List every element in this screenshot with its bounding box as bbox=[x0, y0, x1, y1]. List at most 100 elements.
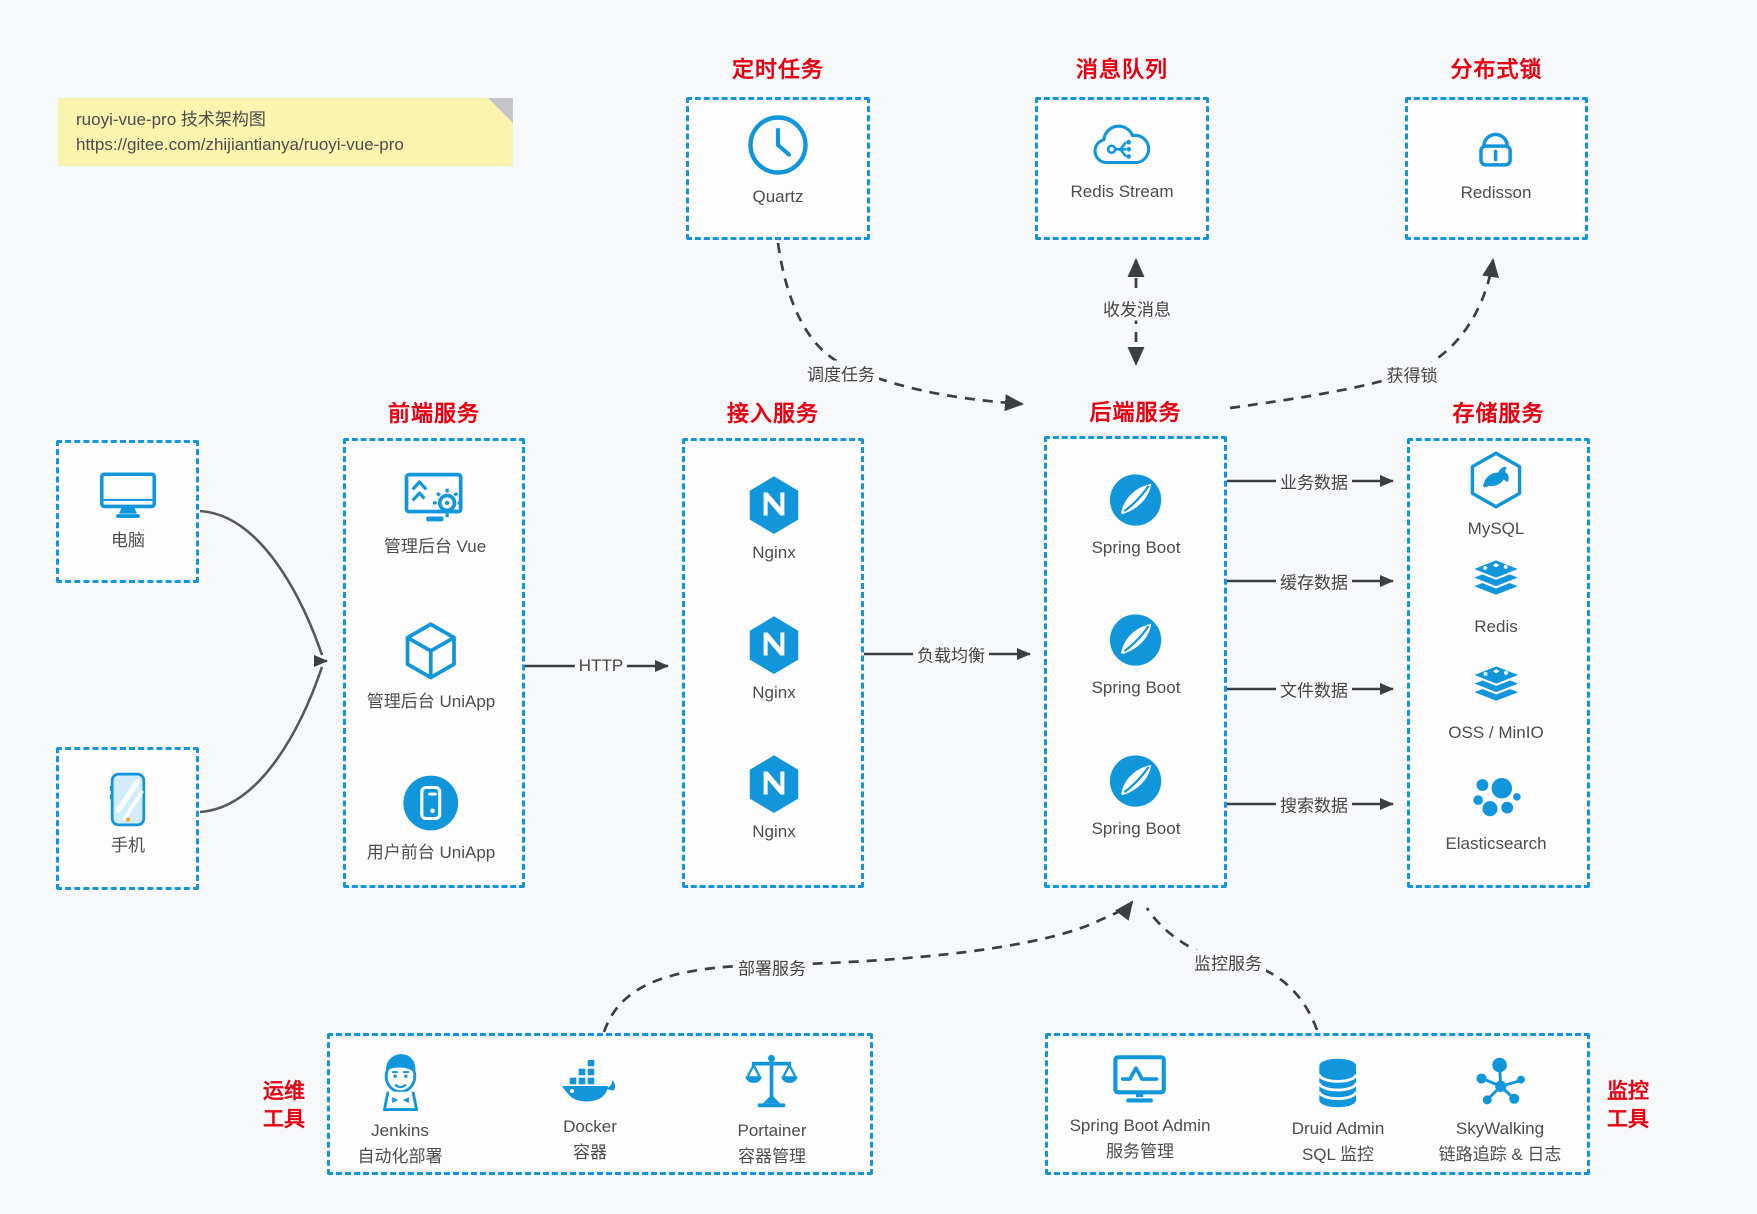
ops-title: 运维 工具 bbox=[263, 1080, 305, 1131]
sba-icon bbox=[1113, 1055, 1167, 1103]
node-label: Nginx bbox=[752, 822, 796, 841]
cloud-stream-icon bbox=[1094, 124, 1151, 165]
mq-box bbox=[1035, 97, 1209, 240]
node-label: Spring Boot bbox=[1091, 678, 1181, 697]
node-computer: 电脑 bbox=[97, 467, 159, 551]
docker-icon bbox=[562, 1060, 616, 1102]
node-label: Spring Boot bbox=[1091, 819, 1181, 838]
arrow-phone-frontend bbox=[199, 666, 324, 814]
label-messages: 收发消息 bbox=[1099, 295, 1175, 321]
node-label: 手机 bbox=[111, 836, 145, 855]
node-label: Spring Boot Admin bbox=[1069, 1116, 1211, 1135]
label-cache-data: 缓存数据 bbox=[1276, 568, 1352, 594]
node-label: 电脑 bbox=[111, 531, 145, 550]
node-label: 管理后台 Vue bbox=[383, 537, 487, 556]
nginx-icon bbox=[749, 476, 799, 534]
backend-title: 后端服务 bbox=[1089, 400, 1182, 425]
node-spring-3: Spring Boot bbox=[1091, 752, 1181, 839]
scheduler-box bbox=[686, 97, 870, 240]
node-sublabel: 容器管理 bbox=[737, 1147, 806, 1166]
node-quartz: Quartz bbox=[745, 112, 811, 207]
node-user-uniapp: 用户前台 UniApp bbox=[367, 772, 495, 863]
mobile-icon bbox=[109, 772, 146, 827]
elasticsearch-icon bbox=[1470, 775, 1523, 819]
uniapp-cube-icon bbox=[405, 622, 457, 680]
node-jenkins: Jenkins 自动化部署 bbox=[358, 1050, 443, 1168]
node-admin-uniapp: 管理后台 UniApp bbox=[367, 621, 495, 712]
lock-title: 分布式锁 bbox=[1450, 57, 1543, 82]
node-label: Jenkins bbox=[371, 1121, 429, 1140]
label-http: HTTP bbox=[574, 656, 628, 676]
node-label: Redis Stream bbox=[1070, 182, 1174, 201]
node-label: 管理后台 UniApp bbox=[366, 692, 496, 711]
spring-icon bbox=[1110, 755, 1162, 807]
lock-box bbox=[1405, 97, 1588, 240]
mq-title: 消息队列 bbox=[1075, 57, 1168, 82]
node-sublabel: SQL 监控 bbox=[1301, 1145, 1375, 1164]
oss-icon bbox=[1468, 664, 1524, 704]
node-mysql: MySQL bbox=[1467, 450, 1525, 539]
jenkins-icon bbox=[382, 1054, 418, 1112]
label-acquire-lock: 获得锁 bbox=[1382, 361, 1442, 387]
arrow-acquire-lock bbox=[1229, 258, 1500, 410]
spring-icon bbox=[1110, 614, 1162, 666]
node-redis-stream: Redis Stream bbox=[1070, 119, 1174, 202]
label-deploy: 部署服务 bbox=[734, 954, 810, 980]
spring-icon bbox=[1110, 474, 1162, 526]
nginx-icon bbox=[749, 755, 799, 813]
node-sublabel: 链路追踪 & 日志 bbox=[1438, 1145, 1562, 1164]
note-url: https://gitee.com/zhijiantianya/ruoyi-vu… bbox=[76, 135, 404, 154]
nginx-icon bbox=[749, 616, 799, 674]
gateway-title: 接入服务 bbox=[726, 401, 819, 426]
node-spring-boot-admin: Spring Boot Admin 服务管理 bbox=[1069, 1051, 1211, 1163]
node-redis: Redis bbox=[1468, 558, 1524, 637]
label-monitor: 监控服务 bbox=[1190, 949, 1266, 975]
node-spring-2: Spring Boot bbox=[1091, 611, 1181, 698]
sticky-note: ruoyi-vue-pro 技术架构图 https://gitee.com/zh… bbox=[58, 98, 513, 166]
skywalking-icon bbox=[1476, 1057, 1526, 1105]
node-admin-vue: 管理后台 Vue bbox=[384, 468, 486, 557]
label-load-balance: 负载均衡 bbox=[913, 641, 989, 667]
node-label: MySQL bbox=[1467, 519, 1525, 538]
node-label: Druid Admin bbox=[1291, 1119, 1385, 1138]
label-search-data: 搜索数据 bbox=[1276, 791, 1352, 817]
node-spring-1: Spring Boot bbox=[1092, 471, 1180, 558]
redis-icon bbox=[1468, 558, 1524, 598]
storage-title: 存储服务 bbox=[1452, 401, 1545, 426]
node-label: Redisson bbox=[1460, 183, 1532, 202]
node-portainer: Portainer 容器管理 bbox=[737, 1052, 807, 1168]
druid-icon bbox=[1318, 1058, 1358, 1108]
node-phone: 手机 bbox=[109, 772, 147, 856]
node-label: Quartz bbox=[752, 187, 804, 206]
node-label: 用户前台 UniApp bbox=[366, 843, 496, 862]
node-oss-minio: OSS / MinIO bbox=[1448, 664, 1544, 743]
storage-box bbox=[1407, 438, 1590, 888]
label-schedule: 调度任务 bbox=[803, 360, 879, 386]
scheduler-title: 定时任务 bbox=[731, 57, 824, 82]
ops-box bbox=[327, 1033, 873, 1175]
label-file-data: 文件数据 bbox=[1276, 676, 1352, 702]
node-sublabel: 自动化部署 bbox=[357, 1147, 443, 1166]
node-nginx-3: Nginx bbox=[746, 753, 802, 842]
lock-icon bbox=[1479, 132, 1513, 167]
user-app-icon bbox=[403, 775, 459, 831]
mysql-icon bbox=[1470, 451, 1522, 509]
node-nginx-2: Nginx bbox=[746, 614, 802, 703]
portainer-icon bbox=[746, 1054, 798, 1108]
frontend-title: 前端服务 bbox=[387, 401, 480, 426]
node-label: Docker bbox=[563, 1117, 617, 1136]
node-label: OSS / MinIO bbox=[1448, 723, 1544, 742]
node-sublabel: 容器 bbox=[573, 1143, 607, 1162]
node-label: Portainer bbox=[737, 1121, 807, 1140]
node-skywalking: SkyWalking 链路追踪 & 日志 bbox=[1438, 1056, 1562, 1166]
node-elasticsearch: Elasticsearch bbox=[1445, 773, 1547, 854]
label-business-data: 业务数据 bbox=[1276, 468, 1352, 494]
node-label: Redis bbox=[1474, 617, 1518, 636]
gear-icon bbox=[433, 488, 462, 518]
monitoring-title: 监控 工具 bbox=[1607, 1080, 1649, 1131]
arrow-computer-frontend bbox=[199, 509, 324, 656]
node-redisson: Redisson bbox=[1460, 116, 1532, 203]
node-druid: Druid Admin SQL 监控 bbox=[1291, 1056, 1385, 1166]
admin-vue-icon bbox=[404, 472, 463, 522]
